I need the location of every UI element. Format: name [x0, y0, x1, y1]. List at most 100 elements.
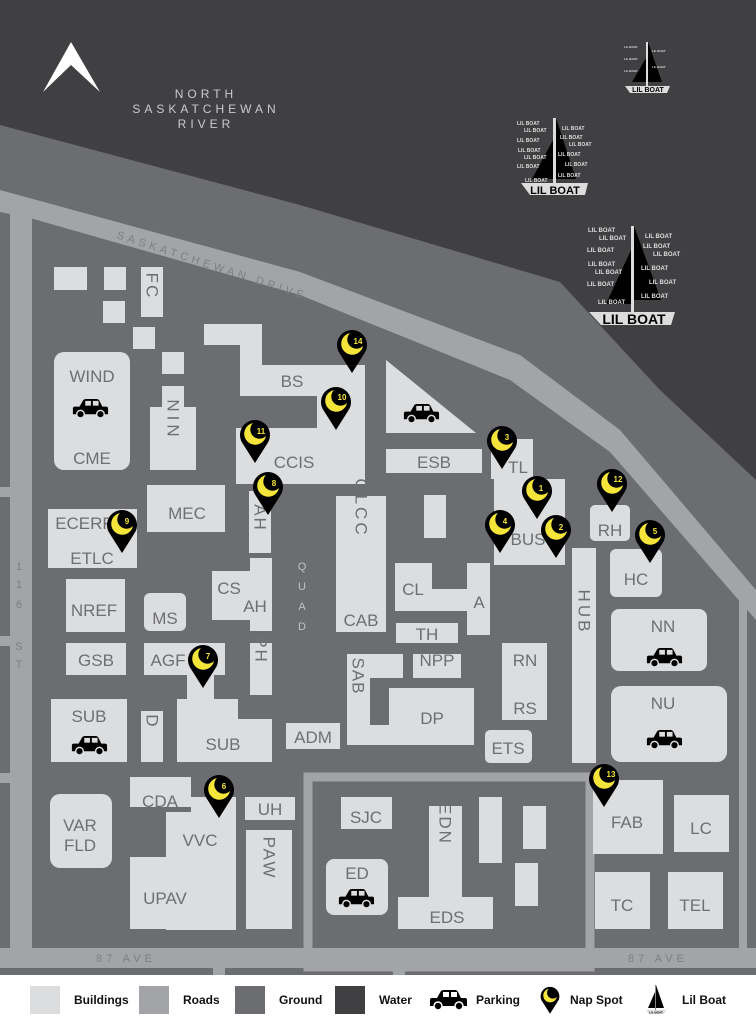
building-upav[interactable] [130, 857, 200, 929]
sail-text: LIL BOAT [560, 135, 583, 141]
road-connector-2 [393, 960, 405, 975]
building-dp[interactable] [389, 688, 474, 745]
building-cda[interactable] [130, 777, 191, 807]
label-glcc: GLCC [352, 478, 371, 537]
sail-icon [634, 226, 661, 300]
building-sjc[interactable] [341, 797, 392, 829]
road-label-87-ave-right: 87 AVE [628, 953, 688, 965]
pin-number: 11 [257, 427, 266, 436]
building-mec[interactable] [147, 485, 225, 532]
sail-text: LIL BOAT [641, 294, 668, 300]
label-rs: RS [513, 699, 537, 718]
building-th[interactable] [396, 623, 458, 643]
building-sub-parking[interactable] [51, 699, 127, 762]
building-nin[interactable] [150, 386, 196, 470]
building-edn-eds[interactable] [398, 806, 493, 929]
building-glcc-cab[interactable] [336, 496, 386, 632]
building-tel[interactable] [668, 872, 723, 929]
nap-spot-pin-14[interactable]: 14 [337, 330, 367, 373]
road-116-st[interactable] [10, 205, 32, 960]
nap-spot-pin-1[interactable]: 1 [522, 476, 552, 519]
label-cs: CS [217, 579, 241, 598]
river-label-3: RIVER [178, 117, 235, 131]
building-unnamed-3[interactable] [103, 301, 125, 323]
building-cs-ah[interactable] [212, 558, 272, 631]
nap-spot-pin-12[interactable]: 12 [597, 469, 627, 512]
nap-spot-pin-10[interactable]: 10 [321, 387, 351, 430]
building-var-fld[interactable] [50, 794, 112, 868]
label-dp: DP [420, 709, 444, 728]
sail-text: LIL BOAT [558, 152, 581, 158]
building-nn[interactable] [611, 609, 707, 671]
building-nu[interactable] [611, 686, 727, 762]
building-unnamed-4[interactable] [133, 327, 155, 349]
building-uh[interactable] [245, 797, 295, 820]
sail-text: LIL BOAT [558, 173, 581, 179]
building-hub[interactable] [572, 548, 596, 763]
label-a: A [473, 593, 485, 612]
building-ms[interactable] [144, 593, 186, 631]
nap-spot-pin-2[interactable]: 2 [541, 515, 571, 558]
building-unnamed-6[interactable] [424, 495, 446, 538]
label-fld: FLD [64, 836, 96, 855]
building-rh[interactable] [590, 505, 630, 541]
building-adm[interactable] [286, 723, 340, 749]
building-unnamed-8[interactable] [523, 806, 546, 849]
sail-text: LIL BOAT [645, 234, 672, 240]
campus-map[interactable]: NORTH SASKATCHEWAN RIVER SASKATCHEWAN DR… [0, 0, 756, 975]
nap-spot-pin-11[interactable]: 11 [240, 420, 270, 463]
label-tl: TL [508, 458, 528, 477]
building-unnamed-7[interactable] [479, 797, 502, 863]
building-sab[interactable] [347, 654, 403, 745]
lil-boat-icon: LIL BOAT [646, 985, 666, 1015]
building-lc[interactable] [674, 795, 729, 852]
building-gsb[interactable] [66, 643, 126, 675]
nap-spot-pin-5[interactable]: 5 [635, 520, 665, 563]
north-arrow-icon [43, 42, 100, 92]
building-npp[interactable] [413, 654, 461, 678]
sail-text: LIL BOAT [649, 280, 676, 286]
sail-text: LIL BOAT [652, 49, 666, 53]
nap-spot-pin-9[interactable]: 9 [107, 510, 137, 553]
building-unnamed-9[interactable] [515, 863, 538, 906]
sail-icon [532, 140, 553, 179]
nap-spot-pin-3[interactable]: 3 [487, 426, 517, 469]
building-unnamed-2[interactable] [104, 267, 126, 290]
nap-spot-pin-7[interactable]: 7 [188, 645, 218, 688]
label-ccis: CCIS [274, 453, 315, 472]
label-rh: RH [598, 521, 623, 540]
label-gsb: GSB [78, 651, 114, 670]
building-unnamed-5[interactable] [162, 352, 184, 374]
lil-boat-small[interactable]: LIL BOAT LIL BOAT LIL BOAT LIL BOAT LIL … [624, 42, 670, 94]
nap-spot-pin-13[interactable]: 13 [589, 764, 619, 807]
label-tc: TC [611, 896, 634, 915]
nap-spot-pin-8[interactable]: 8 [253, 472, 283, 515]
hull [625, 86, 670, 93]
building-paw[interactable] [246, 830, 292, 929]
pin-number: 1 [539, 484, 544, 493]
lil-boat-medium[interactable]: LIL BOAT LIL BOAT LIL BOAT LIL BOAT LIL … [517, 118, 592, 197]
building-esb[interactable] [386, 449, 482, 473]
label-ed: ED [345, 864, 369, 883]
sail-text: LIL BOAT [569, 142, 592, 148]
legend-item-roads: Roads [139, 985, 220, 1015]
label-tel: TEL [679, 896, 710, 915]
nap-spot-pin-4[interactable]: 4 [485, 510, 515, 553]
quad-label-q: Q [298, 561, 311, 573]
building-sub[interactable] [177, 675, 272, 762]
building-unnamed-1[interactable] [54, 267, 87, 290]
legend-item-buildings: Buildings [30, 985, 129, 1015]
building-ets[interactable] [485, 730, 532, 763]
building-tc[interactable] [595, 872, 650, 929]
building-nref[interactable] [66, 579, 125, 632]
building-cl-a[interactable] [395, 563, 490, 635]
nap-spot-pin-6[interactable]: 6 [204, 775, 234, 818]
building-rn-rs[interactable] [502, 643, 547, 720]
building-ph[interactable] [250, 643, 272, 695]
building-fc[interactable] [141, 267, 163, 317]
lil-boat-large[interactable]: LIL BOAT LIL BOAT LIL BOAT LIL BOAT LIL … [587, 226, 680, 327]
building-id[interactable] [141, 711, 163, 762]
legend-label: Water [379, 993, 412, 1007]
boat-label: LIL BOAT [602, 311, 666, 327]
label-sub-left: SUB [72, 707, 107, 726]
